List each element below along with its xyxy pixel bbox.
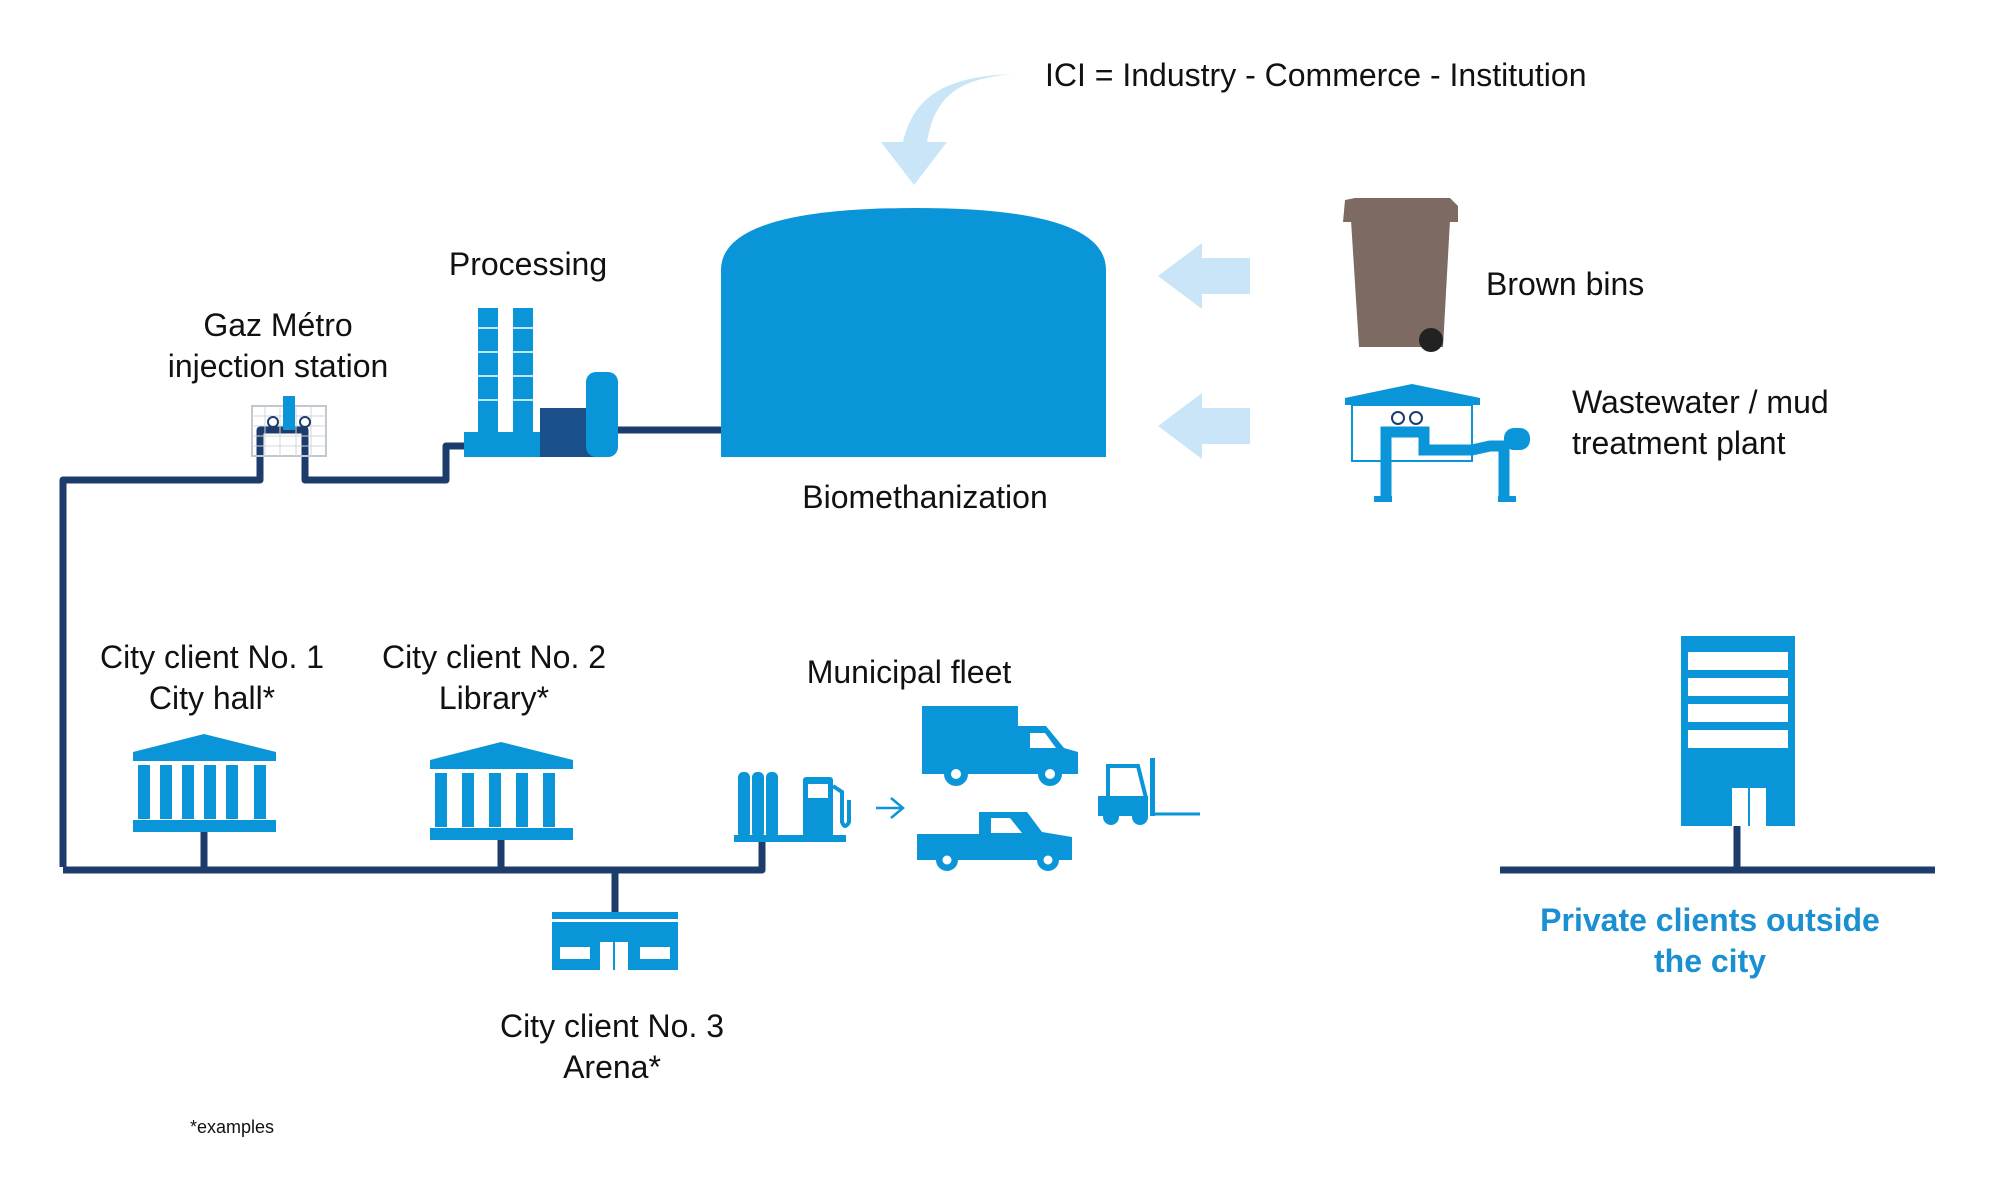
curved-arrow-icon: [881, 74, 1015, 185]
municipal-fleet-label: Municipal fleet: [806, 654, 1012, 690]
wastewater-plant-label: Wastewater / mud treatment plant: [1572, 384, 1829, 461]
city-client-2-label: City client No. 2 Library*: [381, 639, 607, 716]
distribution-pipe: [63, 842, 766, 874]
private-clients-label: Private clients outside the city: [1540, 902, 1880, 979]
arrow-left-icon: [1158, 393, 1250, 459]
footnote-examples: *examples: [190, 1117, 275, 1137]
city-client-1-label: City client No. 1 City hall*: [99, 639, 325, 716]
office-tower-icon: [1681, 636, 1795, 826]
forklift-icon: [1098, 758, 1200, 825]
fuel-station-icon: [734, 772, 851, 842]
ici-definition-label: ICI = Industry - Commerce - Institution: [1045, 57, 1587, 93]
biomethanization-label: Biomethanization: [802, 479, 1048, 515]
civic-building-icon: [430, 742, 573, 840]
arrow-right-icon: [876, 797, 905, 819]
pickup-truck-icon: [917, 812, 1072, 871]
injection-station-label: Gaz Métro injection station: [167, 307, 389, 384]
arena-building-icon: [552, 912, 678, 970]
civic-building-icon: [133, 734, 276, 832]
treatment-plant-icon: [1345, 384, 1530, 502]
city-client-3-label: City client No. 3 Arena*: [499, 1008, 725, 1085]
processing-label: Processing: [448, 246, 608, 282]
waste-bin-icon: [1343, 198, 1458, 352]
main-pipe: [59, 426, 467, 867]
gas-pipe-network: [59, 426, 1935, 912]
brown-bins-label: Brown bins: [1486, 266, 1645, 302]
injection-station-icon: [251, 396, 327, 457]
box-truck-icon: [922, 706, 1078, 786]
arrow-left-icon: [1158, 243, 1250, 309]
processing-plant-icon: [464, 308, 618, 457]
digester-tank-icon: [721, 208, 1106, 457]
